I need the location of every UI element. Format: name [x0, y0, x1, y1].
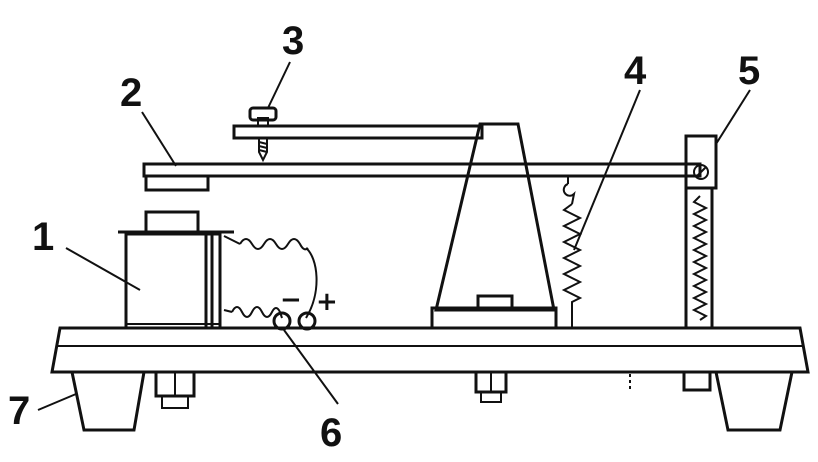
terminal-plus [297, 311, 317, 331]
return-spring [561, 176, 583, 328]
plus-sign: + [316, 287, 338, 317]
coil-leads [223, 235, 318, 319]
minus-sign: − [280, 285, 302, 315]
label-6: 6 [320, 411, 342, 455]
foot-right [714, 370, 794, 432]
label-4: 4 [624, 49, 647, 93]
label-1: 1 [32, 215, 54, 259]
terminal-minus [272, 311, 292, 331]
armature-pad [144, 174, 210, 192]
label-3: 3 [282, 19, 304, 63]
post-pad [430, 294, 558, 330]
base-board [50, 326, 810, 374]
nut-center [474, 370, 508, 403]
electromagnet-coil [118, 230, 234, 330]
label-2: 2 [120, 71, 142, 115]
magnet-core [144, 210, 200, 234]
leader-lines [37, 61, 751, 411]
adjusting-screw [248, 106, 278, 163]
foot-left [70, 370, 146, 432]
label-7: 7 [8, 389, 30, 433]
label-5: 5 [738, 49, 760, 93]
upper-bar [232, 124, 484, 140]
pivot-post [434, 122, 556, 312]
contact-bracket [684, 134, 718, 330]
armature-lever [142, 162, 702, 178]
nut-right [629, 370, 712, 392]
nut-left [154, 370, 196, 409]
